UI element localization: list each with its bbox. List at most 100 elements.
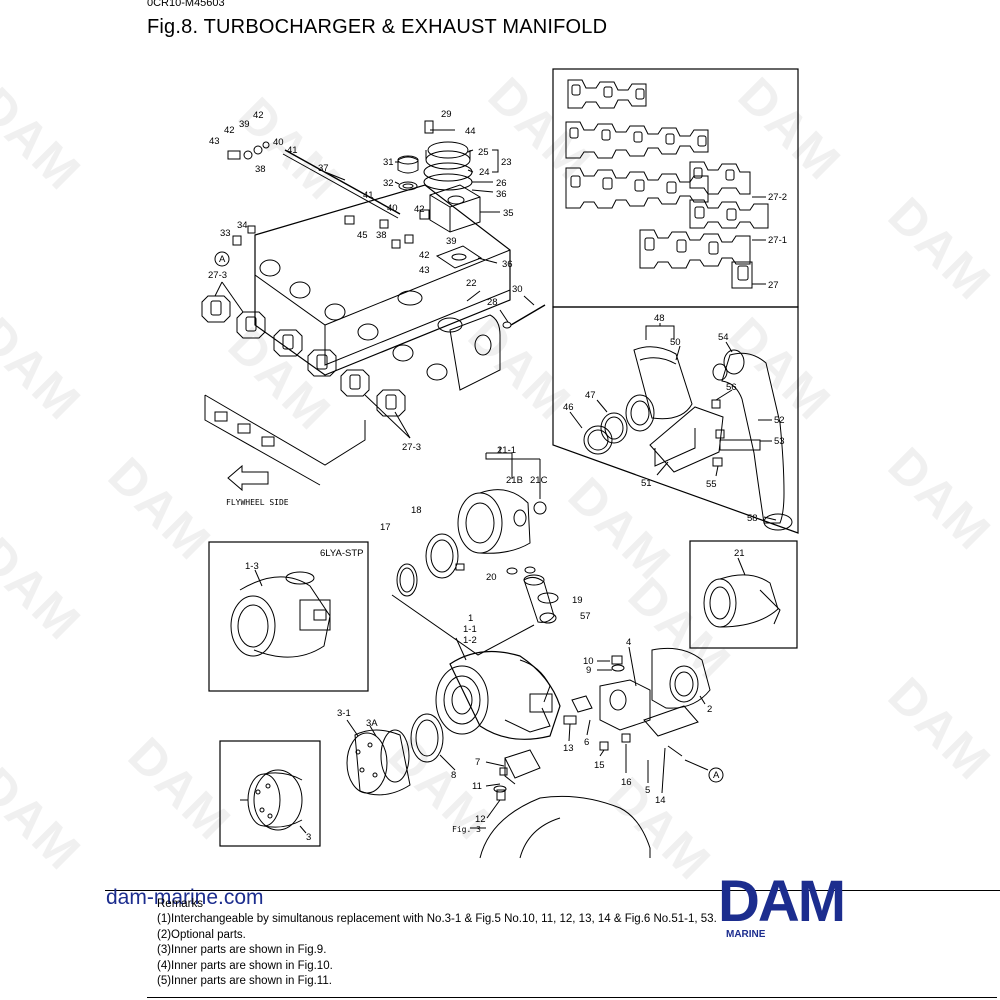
callout-45: 45 bbox=[357, 230, 368, 241]
callout-42: 42 bbox=[253, 110, 264, 121]
callout-2: 2 bbox=[707, 704, 712, 715]
remarks-title: Remarks bbox=[157, 898, 204, 910]
footer-separator bbox=[105, 890, 1000, 891]
callout-53: 53 bbox=[774, 436, 785, 447]
callout-50: 50 bbox=[670, 337, 681, 348]
callout-3-1: 3-1 bbox=[337, 708, 351, 719]
callout-55: 55 bbox=[706, 479, 717, 490]
callout-21B: 21B bbox=[506, 475, 523, 486]
callout-4: 4 bbox=[626, 637, 631, 648]
gasket-27-2-a bbox=[567, 79, 647, 109]
callout-7: 7 bbox=[475, 757, 480, 768]
remark-line: (5)Inner parts are shown in Fig.11. bbox=[157, 975, 332, 988]
callout-27: 27 bbox=[768, 280, 779, 291]
callout-A: A bbox=[219, 254, 226, 265]
exhaust-pipe-panel bbox=[552, 306, 799, 534]
callout-34: 34 bbox=[237, 220, 248, 231]
callout-42: 42 bbox=[224, 125, 235, 136]
callout-58: 58 bbox=[747, 513, 758, 524]
callout-39: 39 bbox=[239, 119, 250, 130]
logo-subtext: MARINE bbox=[726, 929, 766, 940]
callout-47: 47 bbox=[585, 390, 596, 401]
callout-11: 11 bbox=[472, 781, 482, 792]
callout-27-2: 27-2 bbox=[768, 192, 787, 203]
gasket-27 bbox=[639, 229, 753, 289]
remark-line: (2)Optional parts. bbox=[157, 928, 246, 941]
callout-35: 35 bbox=[503, 208, 514, 219]
callout-25: 25 bbox=[478, 147, 489, 158]
flywheel-side-label: FLYWHEEL SIDE bbox=[226, 498, 289, 507]
callout-43: 43 bbox=[419, 265, 430, 276]
document-code: 0CR10-M45603 bbox=[147, 0, 225, 9]
callout-12: 12 bbox=[475, 814, 486, 825]
callout-51: 51 bbox=[641, 478, 652, 489]
callout-15: 15 bbox=[594, 760, 605, 771]
callout-48: 48 bbox=[654, 313, 665, 324]
callout-1-1: 1-1 bbox=[463, 624, 477, 635]
turbocharger-assembly bbox=[346, 447, 711, 859]
callout-17: 17 bbox=[380, 522, 391, 533]
callout-5: 5 bbox=[645, 785, 650, 796]
callout-27-1: 27-1 bbox=[768, 235, 787, 246]
callout-24: 24 bbox=[479, 167, 490, 178]
callout-1-3: 1-3 bbox=[245, 561, 259, 572]
logo-text: DAM bbox=[718, 869, 846, 934]
callout-56: 56 bbox=[726, 382, 737, 393]
site-link[interactable]: dam-marine.com bbox=[106, 886, 264, 909]
callout-20: 20 bbox=[486, 572, 497, 583]
callout-37: 37 bbox=[318, 163, 329, 174]
callout-10: 10 bbox=[583, 656, 594, 667]
callout-54: 54 bbox=[718, 332, 729, 343]
callout-23: 23 bbox=[501, 157, 512, 168]
inset-3 bbox=[219, 740, 321, 847]
callout-40: 40 bbox=[273, 137, 284, 148]
callout-14: 14 bbox=[655, 795, 666, 806]
callout-42: 42 bbox=[414, 204, 425, 215]
inset-21 bbox=[689, 540, 798, 649]
callout-27-3: 27-3 bbox=[402, 442, 421, 453]
callout-29: 29 bbox=[441, 109, 452, 120]
callout-fig3: Fig. 3 bbox=[452, 825, 481, 834]
callout-57: 57 bbox=[580, 611, 591, 622]
callout-26: 26 bbox=[496, 178, 507, 189]
callout-44: 44 bbox=[465, 126, 476, 137]
callout-1: 1 bbox=[468, 613, 473, 624]
callout-19: 19 bbox=[572, 595, 583, 606]
callout-40: 40 bbox=[387, 203, 398, 214]
callout-6lya-stp: 6LYA-STP bbox=[320, 548, 363, 559]
callout-labels: 29 44 25 24 23 26 36 35 31 3 2 42 39 42 4… bbox=[208, 109, 787, 843]
bottom-rule bbox=[147, 997, 997, 998]
figure-title: Fig.8. TURBOCHARGER & EXHAUST MANIFOLD bbox=[147, 16, 608, 38]
remark-line: (4)Inner parts are shown in Fig.10. bbox=[157, 959, 333, 972]
callout-30: 30 bbox=[512, 284, 523, 295]
callout-21-1: 21-1 bbox=[497, 445, 516, 456]
callout-39: 39 bbox=[446, 236, 457, 247]
callout-28: 28 bbox=[487, 297, 498, 308]
callout-9: 9 bbox=[586, 665, 591, 676]
callout-41: 41 bbox=[287, 145, 298, 156]
gasket-27-2-b bbox=[565, 121, 709, 159]
remarks-block: Remarks (1)Interchangeable by simultanou… bbox=[157, 897, 717, 989]
callout-36: 36 bbox=[502, 259, 513, 270]
inset-6lya-stp bbox=[208, 541, 369, 692]
callout-3: 3 bbox=[306, 832, 311, 843]
callout-46: 46 bbox=[563, 402, 574, 413]
callout-27-3: 27-3 bbox=[208, 270, 227, 281]
callout-41: 41 bbox=[363, 190, 374, 201]
callout-43: 43 bbox=[209, 136, 220, 147]
callout-8: 8 bbox=[451, 770, 456, 781]
callout-52: 52 bbox=[774, 415, 785, 426]
callout-3A: 3A bbox=[366, 718, 378, 729]
callout-36: 36 bbox=[496, 189, 507, 200]
callout-31: 31 bbox=[383, 157, 394, 168]
gasket-panel bbox=[552, 68, 799, 308]
callout-13: 13 bbox=[563, 743, 574, 754]
callout-18: 18 bbox=[411, 505, 422, 516]
callout-33: 33 bbox=[220, 228, 231, 239]
callout-16: 16 bbox=[621, 777, 632, 788]
exhaust-manifold bbox=[201, 120, 546, 492]
callout-21C: 21C bbox=[530, 475, 548, 486]
dam-marine-logo: DAM MARINE bbox=[718, 873, 898, 943]
callout-A: A bbox=[713, 770, 720, 781]
